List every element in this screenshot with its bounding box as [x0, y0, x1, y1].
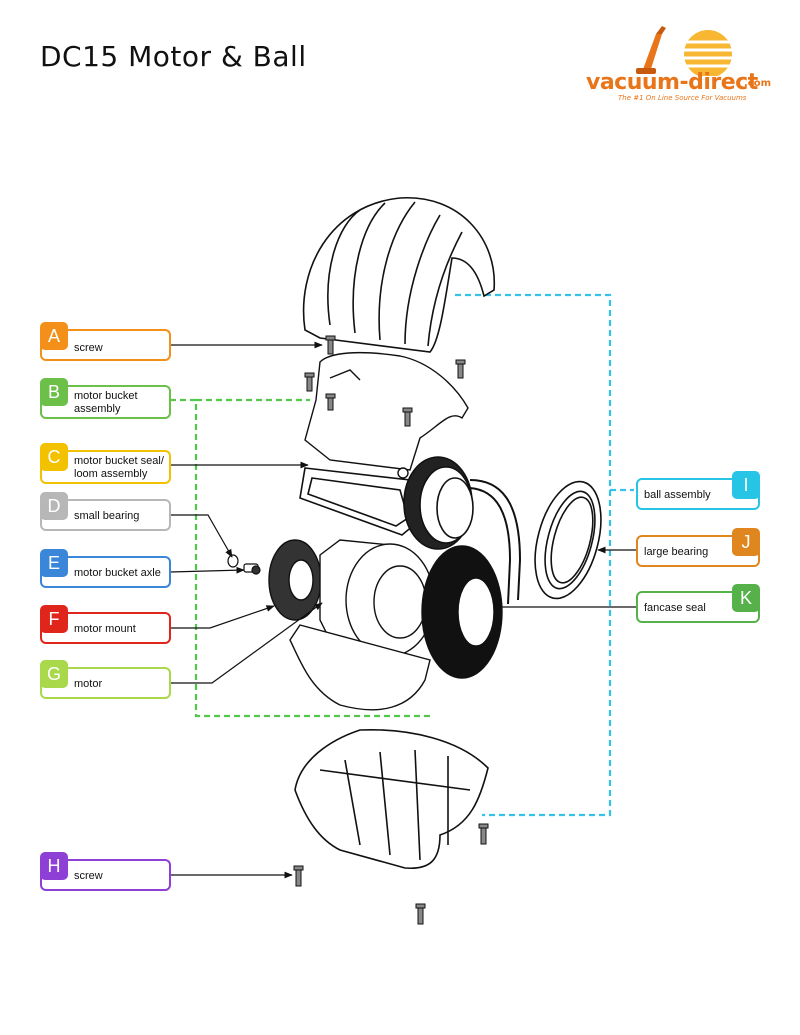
badge-B: B	[40, 378, 68, 406]
badge-E: E	[40, 549, 68, 577]
part-label-F[interactable]: F motor mount	[40, 605, 171, 644]
badge-J: J	[732, 528, 760, 556]
part-name-C: motor bucket seal/ loom assembly	[74, 455, 164, 480]
motor-ring	[403, 456, 474, 550]
part-name-H: screw	[74, 870, 103, 882]
part-label-J[interactable]: J large bearing	[636, 528, 760, 567]
part-label-A[interactable]: A screw	[40, 322, 171, 361]
ball-top-shell	[302, 197, 496, 353]
vacuum-direct-logo[interactable]: vacuum-direct .com The #1 On Line Source…	[582, 24, 778, 106]
part-name-D: small bearing	[74, 510, 140, 522]
badge-D: D	[40, 492, 68, 520]
large-bearing-part	[534, 480, 602, 600]
badge-C: C	[40, 443, 68, 471]
ball-bottom-shell	[294, 728, 489, 870]
badge-H: H	[40, 852, 68, 880]
part-label-B[interactable]: B motor bucket assembly	[40, 378, 171, 419]
bucket-base	[289, 624, 431, 711]
part-label-H[interactable]: H screw	[40, 852, 171, 891]
part-name-A: screw	[74, 342, 103, 354]
logo-tagline: The #1 On Line Source For Vacuums	[618, 94, 747, 102]
motor-bucket	[304, 351, 469, 479]
part-label-C[interactable]: C motor bucket seal/ loom assembly	[40, 443, 171, 484]
part-name-I: ball assembly	[644, 489, 711, 501]
part-label-E[interactable]: E motor bucket axle	[40, 549, 171, 588]
badge-F: F	[40, 605, 68, 633]
part-name-G: motor	[74, 678, 103, 690]
part-label-D[interactable]: D small bearing	[40, 492, 171, 531]
part-label-I[interactable]: I ball assembly	[636, 471, 760, 510]
sun-vacuum-logo-icon	[636, 26, 738, 76]
badge-G: G	[40, 660, 68, 688]
part-name-K: fancase seal	[644, 602, 706, 614]
badge-I: I	[732, 471, 760, 499]
page-title: DC15 Motor & Ball	[40, 40, 307, 73]
screws	[293, 335, 489, 925]
fan	[421, 545, 503, 679]
motor-bucket-group-line	[170, 398, 430, 718]
part-name-F: motor mount	[74, 623, 136, 635]
logo-brand: vacuum-direct	[586, 70, 758, 95]
part-label-G[interactable]: G motor	[40, 660, 171, 699]
part-name-B: motor bucket assembly	[74, 390, 138, 415]
motor-mount	[268, 539, 322, 621]
ball-assembly-group-line	[455, 293, 612, 817]
part-name-J: large bearing	[644, 546, 709, 558]
badge-A: A	[40, 322, 68, 350]
badge-K: K	[732, 584, 760, 612]
leader-lines	[169, 341, 636, 879]
small-bearing-part	[227, 554, 261, 575]
part-name-E: motor bucket axle	[74, 567, 161, 579]
logo-tld: .com	[744, 78, 772, 89]
part-label-K[interactable]: K fancase seal	[636, 584, 760, 623]
loom-wires	[469, 479, 522, 605]
